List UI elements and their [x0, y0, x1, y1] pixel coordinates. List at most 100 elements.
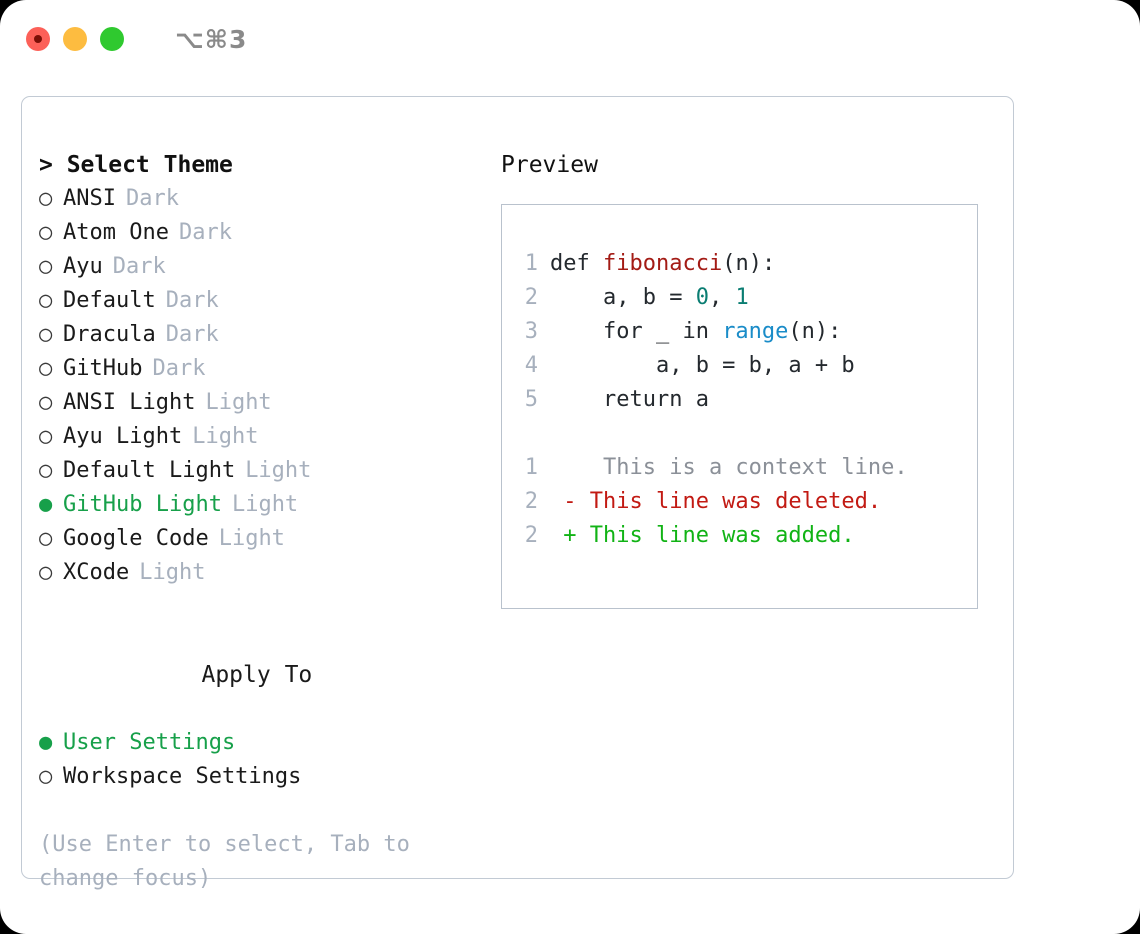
theme-option-label: Default [63, 288, 156, 313]
select-theme-header: > Select Theme [39, 152, 233, 178]
theme-option-row[interactable]: ○ Default Light Light [39, 454, 489, 488]
minimize-window-button[interactable] [63, 27, 87, 51]
code-line: 2 a, b = 0, 1 [510, 281, 908, 315]
theme-option-variant-badge: Light [139, 560, 206, 585]
preview-header: Preview [501, 152, 598, 178]
theme-option-row[interactable]: ○ Ayu Light Light [39, 420, 489, 454]
code-line-number: 5 [524, 387, 538, 412]
theme-option-row[interactable]: ○ XCode Light [39, 556, 489, 590]
apply-to-list[interactable]: ● User Settings ○ Workspace Settings [39, 726, 489, 794]
theme-option-row[interactable]: ○ Ayu Dark [39, 250, 489, 284]
maximize-window-button[interactable] [100, 27, 124, 51]
code-token-num: 0 [695, 285, 709, 310]
keyboard-shortcut-label: ⌥⌘3 [175, 24, 248, 54]
theme-option-row[interactable]: ○ Default Dark [39, 284, 489, 318]
theme-option-variant-badge: Dark [178, 220, 232, 245]
keyboard-hint-text: (Use Enter to select, Tab to change focu… [39, 832, 410, 891]
radio-unselected-icon[interactable]: ○ [39, 220, 53, 245]
code-line: 1 def fibonacci(n): [510, 247, 908, 281]
code-line-number: 1 [524, 251, 538, 276]
theme-option-label: GitHub [63, 356, 143, 381]
theme-option-variant-badge: Dark [125, 186, 179, 211]
theme-option-label: Atom One [63, 220, 169, 245]
radio-unselected-icon[interactable]: ○ [39, 458, 53, 483]
theme-option-variant-badge: Dark [152, 356, 206, 381]
diff-line: 2 - This line was deleted. [510, 485, 908, 519]
radio-selected-icon[interactable]: ● [39, 492, 53, 517]
close-window-button[interactable] [26, 27, 50, 51]
code-token-plain: for _ in [550, 319, 723, 344]
theme-option-row[interactable]: ● GitHub Light Light [39, 488, 489, 522]
apply-to-option-label: Workspace Settings [63, 764, 302, 789]
code-line: 3 for _ in range(n): [510, 315, 908, 349]
code-diff-separator [510, 417, 908, 451]
diff-line-text: This is a context line. [550, 455, 908, 480]
code-token-plain: , [708, 285, 736, 310]
theme-option-label: Default Light [63, 458, 236, 483]
theme-option-variant-badge: Light [205, 390, 272, 415]
apply-to-option-row[interactable]: ● User Settings [39, 726, 489, 760]
theme-option-variant-badge: Dark [165, 288, 219, 313]
code-token-plain: a, b = b, a + b [550, 353, 855, 378]
radio-unselected-icon[interactable]: ○ [39, 424, 53, 449]
theme-option-label: GitHub Light [63, 492, 222, 517]
code-token-plain: a, b = [550, 285, 696, 310]
radio-unselected-icon[interactable]: ○ [39, 356, 53, 381]
radio-unselected-icon[interactable]: ○ [39, 560, 53, 585]
code-line-text: for _ in range(n): [550, 315, 841, 349]
code-token-plain: (n): [788, 319, 842, 344]
code-line: 4 a, b = b, a + b [510, 349, 908, 383]
apply-to-label: Apply To [201, 662, 313, 688]
theme-option-label: Google Code [63, 526, 209, 551]
theme-option-row[interactable]: ○ ANSI Dark [39, 182, 489, 216]
code-line: 5 return a [510, 383, 908, 417]
theme-option-row[interactable]: ○ Google Code Light [39, 522, 489, 556]
theme-option-label: Ayu [63, 254, 103, 279]
radio-unselected-icon[interactable]: ○ [39, 764, 53, 789]
diff-line-number: 2 [524, 489, 538, 514]
diff-line-number: 2 [524, 523, 538, 548]
theme-option-label: XCode [63, 560, 130, 585]
radio-unselected-icon[interactable]: ○ [39, 288, 53, 313]
diff-line: 1 This is a context line. [510, 451, 908, 485]
radio-unselected-icon[interactable]: ○ [39, 254, 53, 279]
theme-option-label: Ayu Light [63, 424, 183, 449]
code-token-fn: fibonacci [602, 251, 723, 276]
code-token-plain: (n): [722, 251, 776, 276]
diff-line-text: - This line was deleted. [550, 489, 882, 514]
code-line-text: a, b = b, a + b [550, 349, 855, 383]
radio-selected-icon[interactable]: ● [39, 730, 53, 755]
code-line-number: 2 [524, 285, 538, 310]
radio-unselected-icon[interactable]: ○ [39, 390, 53, 415]
title-bar: ⌥⌘3 [0, 0, 1140, 78]
theme-option-row[interactable]: ○ GitHub Dark [39, 352, 489, 386]
apply-to-option-row[interactable]: ○ Workspace Settings [39, 760, 489, 794]
theme-option-variant-badge: Light [192, 424, 259, 449]
theme-option-variant-badge: Light [218, 526, 285, 551]
code-token-call: range [722, 319, 789, 344]
code-token-plain: def [550, 251, 603, 276]
theme-option-row[interactable]: ○ Atom One Dark [39, 216, 489, 250]
radio-unselected-icon[interactable]: ○ [39, 322, 53, 347]
diff-line-number: 1 [524, 455, 538, 480]
theme-option-label: ANSI [63, 186, 116, 211]
radio-unselected-icon[interactable]: ○ [39, 526, 53, 551]
apply-to-header: Apply To [39, 624, 489, 726]
code-line-number: 3 [524, 319, 538, 344]
diff-line-text: + This line was added. [550, 523, 855, 548]
code-token-plain: return a [550, 387, 709, 412]
theme-option-variant-badge: Light [231, 492, 299, 517]
theme-option-variant-badge: Light [245, 458, 312, 483]
radio-unselected-icon[interactable]: ○ [39, 186, 53, 211]
theme-option-variant-badge: Dark [112, 254, 166, 279]
apply-to-option-label: User Settings [63, 730, 236, 755]
theme-option-label: Dracula [63, 322, 156, 347]
